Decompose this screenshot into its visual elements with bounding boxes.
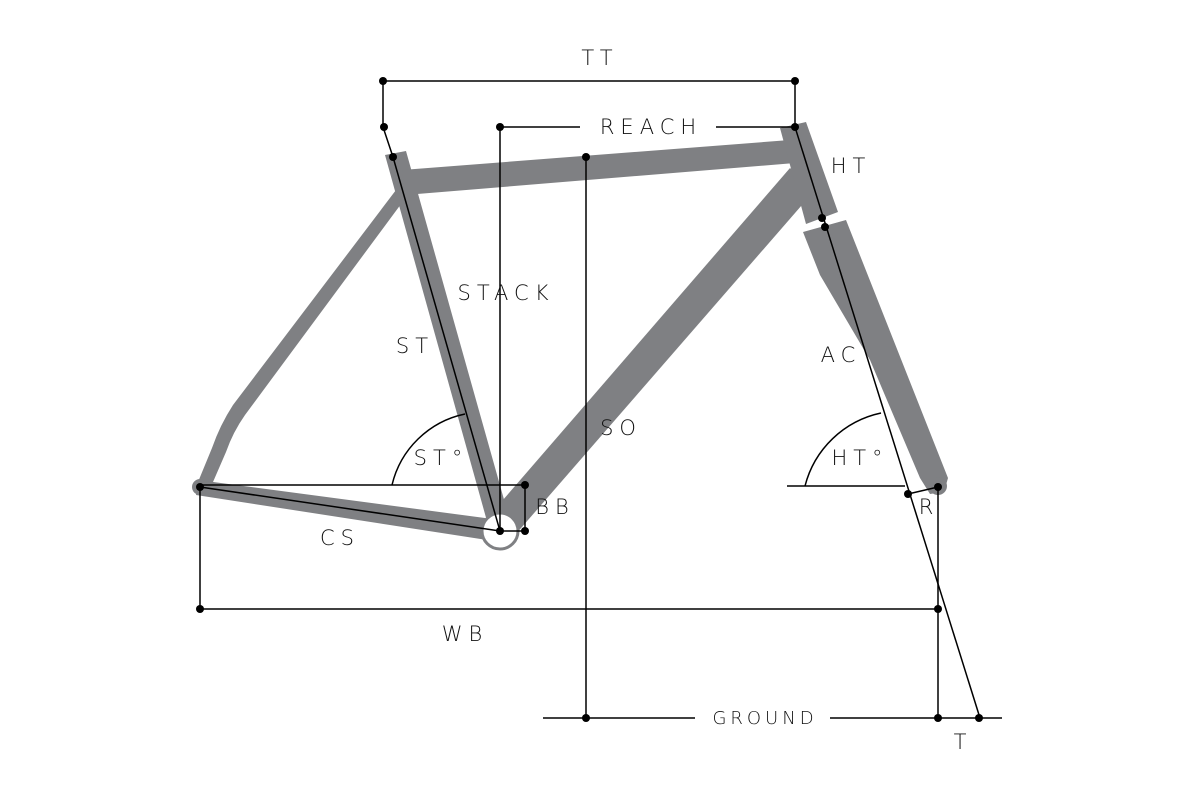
- seat-tube-line: [392, 156, 501, 532]
- top-tube: [402, 140, 795, 195]
- label-st: ST: [396, 334, 434, 358]
- label-t: T: [954, 730, 973, 754]
- ht-angle-arc: [804, 412, 882, 487]
- label-ht-angle: HT°: [831, 446, 888, 470]
- seat-stay: [198, 190, 404, 482]
- label-cs: CS: [320, 526, 360, 550]
- rake-line: [907, 486, 939, 495]
- label-st-angle: ST°: [414, 446, 469, 470]
- bb-drop-line: [200, 484, 526, 532]
- label-ht: HT: [831, 154, 872, 178]
- label-wb: WB: [442, 622, 489, 646]
- st-angle-arc: [391, 413, 466, 486]
- label-reach: REACH: [600, 115, 702, 139]
- label-ground: GROUND: [712, 708, 817, 729]
- measurement-lines: [199, 80, 1002, 719]
- label-ac: AC: [821, 343, 862, 367]
- labels: TT REACH HT STACK ST SO AC ST° HT° BB R …: [320, 46, 973, 754]
- frame: [192, 122, 948, 551]
- cs-line: [199, 486, 501, 532]
- label-tt: TT: [581, 46, 618, 70]
- label-r: R: [919, 495, 940, 519]
- chainstay: [196, 480, 500, 542]
- fork: [803, 220, 948, 494]
- tt-line: [382, 80, 796, 127]
- down-tube: [490, 168, 815, 535]
- measurement-points: [196, 77, 983, 722]
- label-stack: STACK: [458, 281, 555, 305]
- label-bb: BB: [535, 495, 575, 519]
- label-so: SO: [600, 416, 642, 440]
- seat-tube: [385, 151, 512, 532]
